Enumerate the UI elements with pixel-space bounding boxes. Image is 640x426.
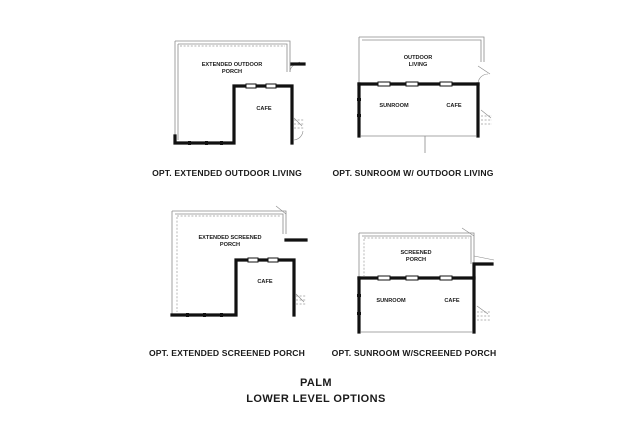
cafe-right-wall <box>472 262 494 334</box>
plan-sunroom-outdoor-living: OUTDOOR LIVING SUNROOM CAFE OPT. SUNROOM… <box>332 36 494 178</box>
door-swing-2 <box>480 109 492 119</box>
plan-extended-outdoor-living: EXTENDED OUTDOOR PORCH CAFE OPT. EXTENDE… <box>152 40 306 178</box>
room-label: SCREENED <box>400 250 431 256</box>
room-label: PORCH <box>222 69 242 75</box>
room-label: SUNROOM <box>379 103 409 109</box>
plan-caption: OPT. SUNROOM W/SCREENED PORCH <box>332 348 497 358</box>
room-label: EXTENDED SCREENED <box>198 235 261 241</box>
room-label: EXTENDED OUTDOOR <box>202 62 263 68</box>
porch-outline <box>171 210 287 315</box>
room-label: CAFE <box>446 103 461 109</box>
plan-caption: OPT. EXTENDED SCREENED PORCH <box>149 348 305 358</box>
plan-caption: OPT. EXTENDED OUTDOOR LIVING <box>152 168 302 178</box>
deck-dashes <box>477 311 490 321</box>
exterior-wall <box>173 84 294 145</box>
door-swing-2 <box>293 117 304 141</box>
plan-extended-screened-porch: EXTENDED SCREENED PORCH CAFE OPT. EXTEND… <box>149 205 308 358</box>
room-label: CAFE <box>256 106 271 112</box>
porch-outline <box>174 40 291 143</box>
outdoor-living-outline <box>358 36 485 84</box>
room-label: SUNROOM <box>376 298 406 304</box>
screen-dashes <box>176 215 281 312</box>
sheet-title: PALM <box>300 377 332 389</box>
door-swing-2 <box>295 293 305 303</box>
plan-sunroom-screened-porch: SCREENED PORCH SUNROOM CAFE OPT. SUNROOM… <box>332 227 497 358</box>
plan-caption: OPT. SUNROOM W/ OUTDOOR LIVING <box>332 168 493 178</box>
screen-dashes <box>363 237 469 276</box>
door-swing-2 <box>476 305 489 315</box>
door-swing <box>461 227 495 261</box>
room-label: OUTDOOR <box>404 55 433 61</box>
door-swing <box>477 65 491 85</box>
door-swing <box>275 205 287 215</box>
deck-dashes <box>296 295 306 305</box>
sheet-subtitle: LOWER LEVEL OPTIONS <box>246 393 385 405</box>
sunroom-bottom <box>361 135 476 153</box>
room-label: PORCH <box>406 257 426 263</box>
exterior-wall <box>170 238 308 317</box>
screened-porch-outline <box>358 232 475 278</box>
deck-dashes <box>481 115 492 125</box>
room-label: PORCH <box>220 242 240 248</box>
room-label: CAFE <box>444 298 459 304</box>
room-label: LIVING <box>409 62 428 68</box>
deck-dashes <box>294 119 304 129</box>
room-label: CAFE <box>257 279 272 285</box>
